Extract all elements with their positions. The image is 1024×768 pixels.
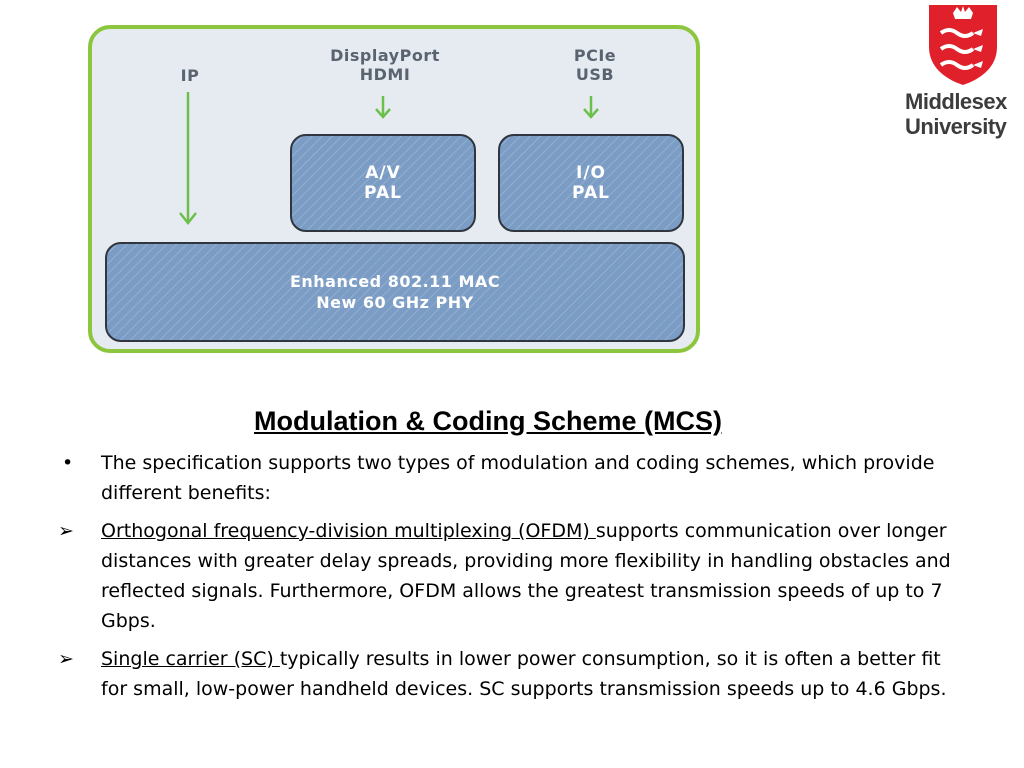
slide-title: Modulation & Coding Scheme (MCS) (254, 406, 722, 436)
hdmi-label: HDMI (359, 65, 411, 84)
phy-line: New 60 GHz PHY (316, 293, 474, 312)
displayport-label: DisplayPort (330, 46, 440, 65)
arrow-bullet-icon: ➢ (58, 648, 74, 670)
sc-text: typically results in lower power consump… (101, 648, 947, 700)
ofdm-term: Orthogonal frequency-division multiplexi… (101, 520, 596, 542)
mac-line: Enhanced 802.11 MAC (289, 272, 501, 291)
bullet-icon: • (62, 452, 74, 474)
sc-term: Single carrier (SC) (101, 648, 280, 670)
usb-label: USB (575, 65, 615, 84)
io-arrow-icon (583, 96, 599, 119)
ofdm-text: supports communication over longer dista… (101, 520, 951, 632)
ip-label: IP (165, 66, 215, 85)
io-inputs-label: PCIe USB (545, 46, 645, 84)
intro-text: The specification supports two types of … (101, 452, 935, 504)
io-pal-line1: I/O (576, 163, 606, 183)
av-pal-line1: A/V (365, 163, 401, 183)
university-logo: Middlesex University (905, 3, 1020, 143)
ofdm-bullet: ➢ Orthogonal frequency-division multiple… (58, 516, 963, 636)
ip-arrow-icon (179, 92, 197, 226)
university-name: Middlesex University (905, 89, 1020, 139)
pcie-label: PCIe (573, 46, 617, 65)
io-pal-box: I/O PAL (498, 134, 684, 232)
sc-bullet: ➢ Single carrier (SC) typically results … (58, 644, 963, 704)
av-inputs-label: DisplayPort HDMI (300, 46, 470, 84)
university-name-line2: University (905, 114, 1007, 139)
av-pal-box: A/V PAL (290, 134, 476, 232)
slide-body: • The specification supports two types o… (58, 448, 963, 712)
mac-phy-box: Enhanced 802.11 MAC New 60 GHz PHY (105, 242, 685, 342)
university-name-line1: Middlesex (905, 89, 1007, 114)
ip-label-text: IP (180, 66, 200, 85)
university-shield-icon (929, 5, 997, 85)
av-arrow-icon (375, 96, 391, 119)
av-pal-line2: PAL (364, 183, 402, 203)
intro-bullet: • The specification supports two types o… (58, 448, 963, 508)
arrow-bullet-icon: ➢ (58, 520, 74, 542)
io-pal-line2: PAL (572, 183, 610, 203)
